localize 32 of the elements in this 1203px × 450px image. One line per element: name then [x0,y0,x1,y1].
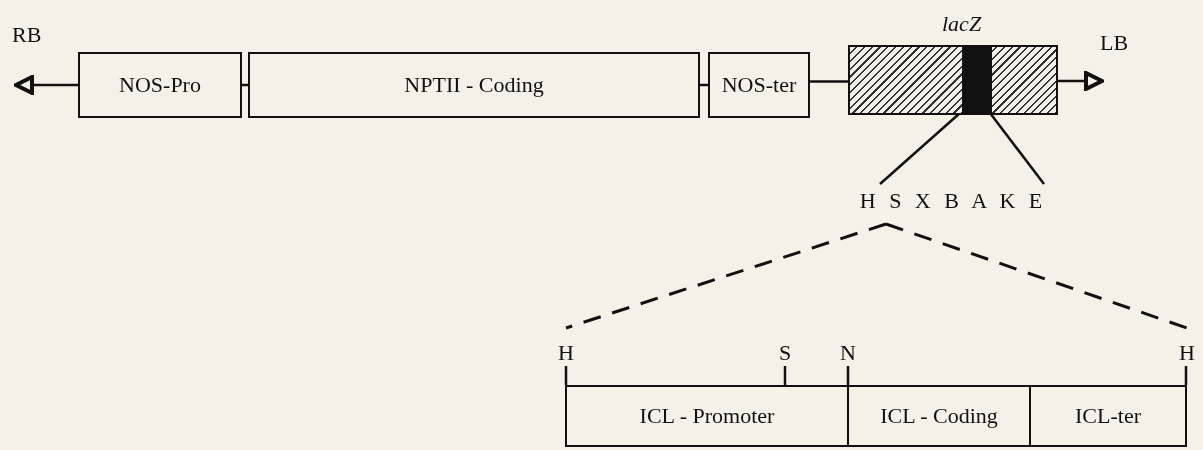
border-arrow [1058,71,1104,91]
gene-name: lacZ [942,11,982,37]
site-label: N [839,340,857,366]
terminator-box [1029,385,1187,447]
polylinker-band [962,45,992,115]
connector-line [846,366,850,385]
segment-label: NOS-ter [721,72,797,98]
site-label: H [1178,340,1196,366]
promoter-box [565,385,849,447]
connector-line [810,80,848,83]
segment-label: NPTII - Coding [404,72,544,98]
dashed-line [885,222,1188,330]
segment-label: ICL - Promoter [639,403,775,429]
coding-box [248,52,700,118]
border-label: LB [1100,30,1129,56]
site-label: S [776,340,794,366]
coding-box [847,385,1031,447]
border-arrow [14,75,78,95]
restriction-sites: H S X B A K E [858,186,1048,216]
connector-line [242,83,248,87]
segment-label: ICL - Coding [880,403,998,429]
connector-line [1184,366,1188,385]
segment-label: ICL-ter [1075,403,1141,429]
promoter-box [78,52,242,118]
segment-label: NOS-Pro [119,72,201,98]
border-label: RB [12,22,42,48]
connector-line [564,366,568,385]
connector-line [783,366,787,385]
connector-line [700,83,708,87]
terminator-box [708,52,810,118]
dashed-line [565,222,887,330]
site-label: H [557,340,575,366]
